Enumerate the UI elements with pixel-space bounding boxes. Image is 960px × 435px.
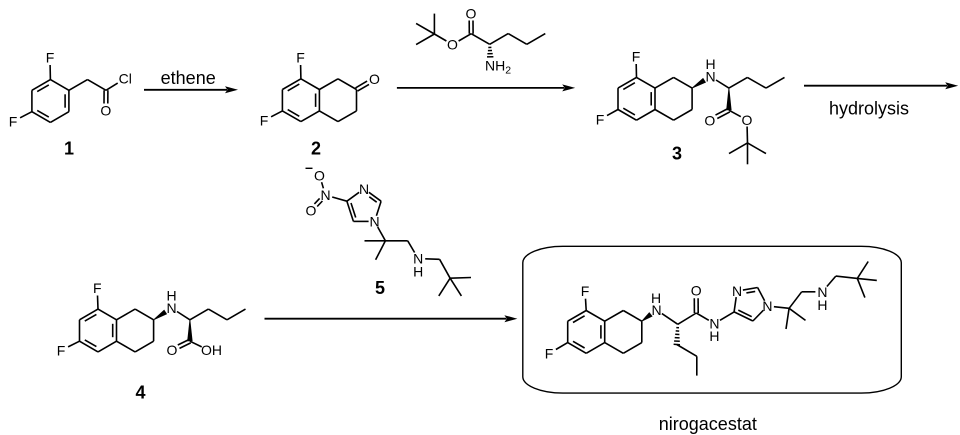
svg-text:O: O	[306, 202, 317, 218]
svg-text:OH: OH	[201, 342, 222, 358]
svg-text:F: F	[296, 50, 305, 66]
svg-text:F: F	[596, 112, 605, 128]
svg-text:H: H	[709, 328, 719, 344]
svg-text:2: 2	[311, 138, 321, 158]
svg-text:H: H	[651, 290, 661, 306]
svg-text:NH2: NH2	[485, 58, 511, 77]
svg-text:N: N	[359, 181, 369, 197]
svg-text:4: 4	[135, 382, 145, 402]
svg-text:F: F	[545, 346, 554, 362]
svg-text:O: O	[314, 168, 325, 184]
svg-text:N: N	[320, 187, 330, 203]
svg-text:N: N	[651, 302, 661, 318]
svg-text:O: O	[369, 71, 380, 87]
svg-text:H: H	[166, 288, 176, 304]
svg-text:N: N	[166, 300, 176, 316]
svg-text:H: H	[817, 297, 827, 313]
svg-text:N: N	[705, 69, 715, 85]
svg-text:ethene: ethene	[161, 68, 216, 88]
svg-text:O: O	[742, 112, 753, 128]
svg-text:O: O	[100, 103, 111, 119]
svg-text:O: O	[704, 112, 715, 128]
svg-text:hydrolysis: hydrolysis	[829, 99, 909, 119]
svg-text:5: 5	[375, 278, 385, 298]
svg-text:F: F	[632, 49, 641, 65]
svg-text:F: F	[46, 50, 55, 66]
svg-text:N: N	[709, 316, 719, 332]
svg-text:O: O	[691, 283, 702, 299]
svg-text:H: H	[413, 263, 423, 279]
svg-text:Cl: Cl	[119, 70, 132, 86]
svg-text:O: O	[166, 342, 177, 358]
svg-text:N: N	[762, 298, 772, 314]
svg-text:N: N	[413, 251, 423, 267]
svg-text:F: F	[93, 280, 102, 296]
svg-text:O: O	[447, 37, 458, 53]
svg-text:O: O	[466, 6, 477, 22]
svg-text:N: N	[370, 213, 380, 229]
svg-text:3: 3	[672, 143, 682, 163]
svg-text:F: F	[260, 113, 269, 129]
svg-text:F: F	[9, 114, 18, 130]
svg-text:N: N	[732, 283, 742, 299]
svg-text:F: F	[57, 343, 66, 359]
svg-text:H: H	[705, 56, 715, 72]
svg-text:F: F	[581, 283, 590, 299]
svg-text:nirogacestat: nirogacestat	[659, 414, 757, 434]
svg-text:1: 1	[64, 138, 74, 158]
svg-text:N: N	[817, 284, 827, 300]
